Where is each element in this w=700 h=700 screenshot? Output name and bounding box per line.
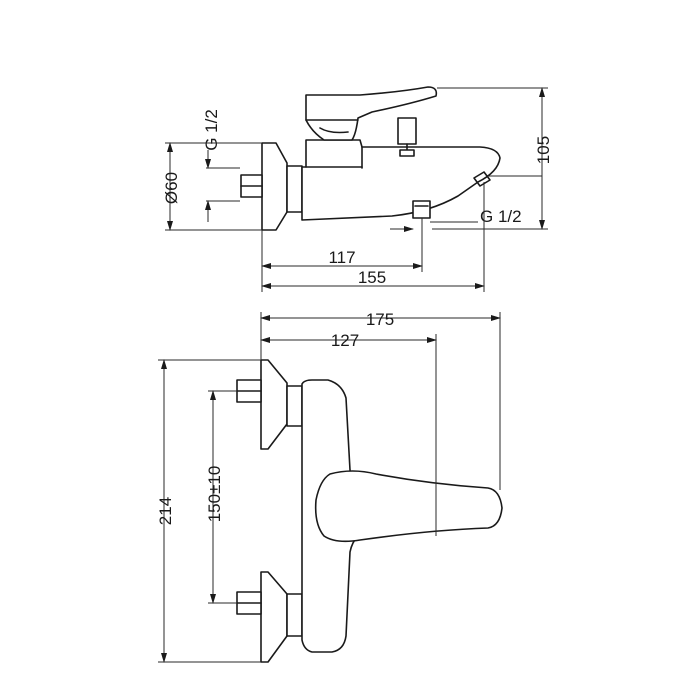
label-height: 105: [534, 136, 553, 164]
side-inlet-nut: [286, 165, 303, 213]
label-thread-top: G 1/2: [202, 109, 221, 151]
side-wall-flange: [261, 142, 288, 231]
label-lever-dim: 127: [331, 331, 359, 350]
label-diameter: Ø60: [162, 172, 181, 204]
label-overall-length: 214: [156, 497, 175, 525]
side-lever-handle: [305, 86, 438, 141]
label-spout-dim: 117: [328, 248, 355, 267]
top-upper-flange: [260, 359, 288, 450]
side-view: G 1/2 Ø60 105 G 1/2 117 155: [162, 86, 553, 292]
top-view: 175 127 214 150±10: [156, 310, 503, 663]
side-shower-outlet: [412, 200, 431, 219]
label-centers: 150±10: [205, 466, 224, 523]
top-lower-flange: [260, 571, 288, 663]
side-diverter-knob: [397, 117, 417, 157]
label-overall-top: 175: [366, 310, 394, 329]
label-thread-spout: G 1/2: [480, 207, 522, 226]
label-overall-side: 155: [358, 268, 386, 287]
top-lever-handle: [314, 470, 503, 543]
